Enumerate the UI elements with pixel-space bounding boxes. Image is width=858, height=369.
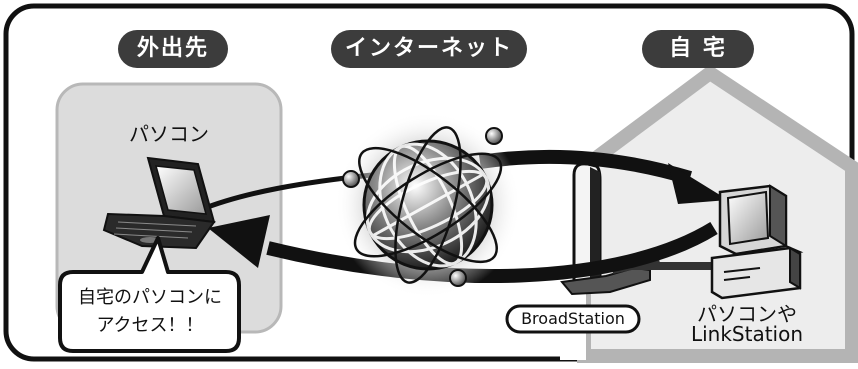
router-label-pill [505, 304, 641, 334]
laptop-icon [102, 156, 216, 250]
server-label-line2: LinkStation [690, 322, 804, 346]
router-label: BroadStation [521, 309, 625, 328]
home-zone-label: 自 宅 [642, 30, 754, 68]
callout-text-line2: アクセス！！ [96, 315, 204, 336]
desktop-pc-icon [710, 184, 804, 300]
internet-zone-label: インターネット [331, 30, 527, 68]
callout-text-line1: 自宅のパソコンに [78, 287, 222, 308]
server-label-line1: パソコンや [697, 302, 797, 326]
callout-bubble [58, 236, 241, 353]
outside-zone-label: 外出先 [118, 30, 228, 68]
laptop-label: パソコン [129, 122, 209, 146]
internet-globe-icon [342, 126, 503, 287]
